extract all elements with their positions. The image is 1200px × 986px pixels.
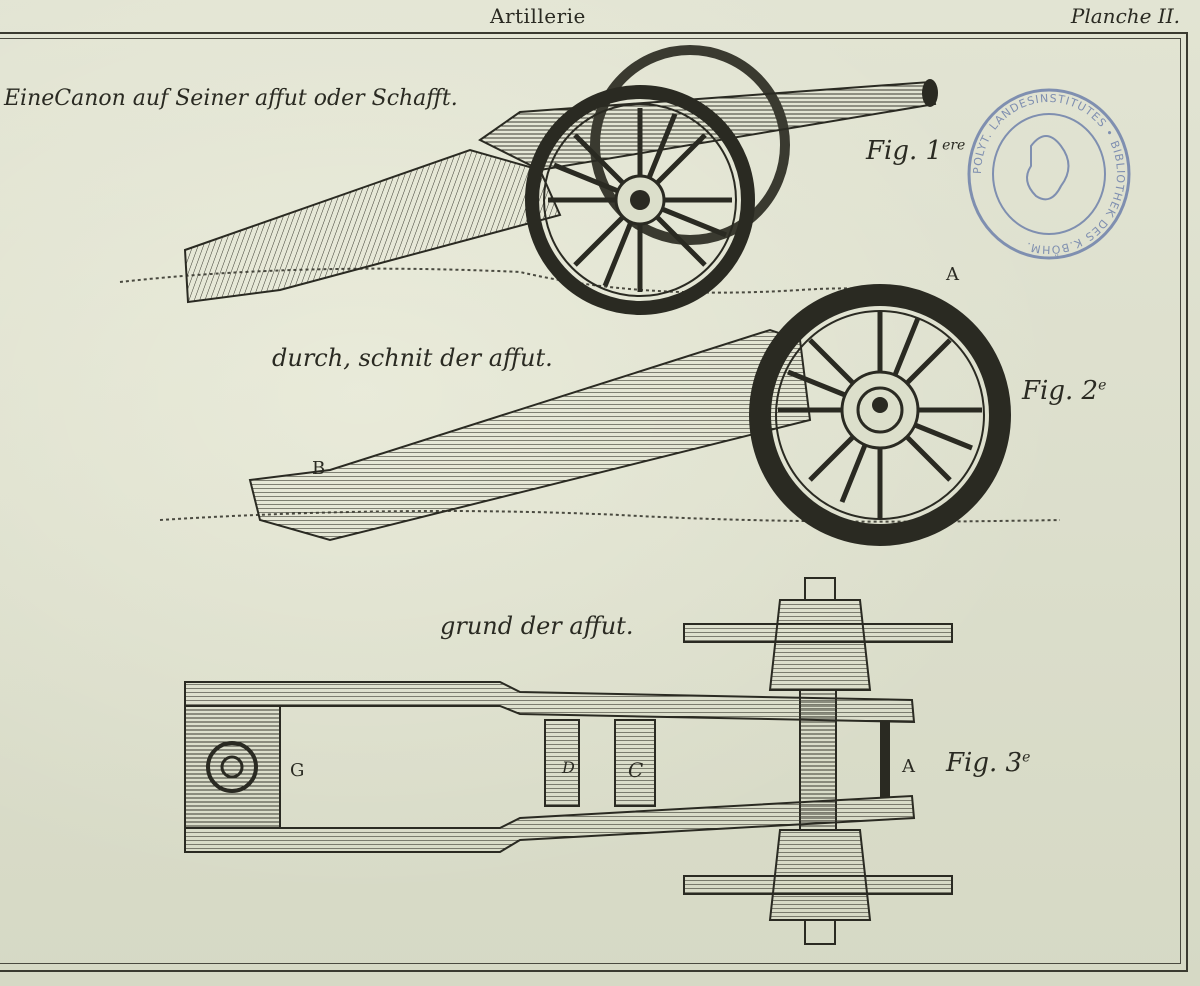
library-stamp: POLYT. LANDESINSTITUTES • BIBLIOTHEK DES… (967, 88, 1131, 260)
fig1-label-sup: ere (942, 137, 966, 154)
plate-border-inner (0, 38, 1181, 964)
fig2-letter-a: A (946, 264, 959, 285)
fig2-label-text: Fig. 2 (1022, 376, 1099, 406)
fig1-label-text: Fig. 1 (866, 136, 943, 166)
fig2-letter-b: B (312, 458, 326, 479)
lion-emblem-icon (1026, 135, 1070, 201)
fig3-label-text: Fig. 3 (946, 748, 1023, 778)
fig3-label-sup: e (1022, 749, 1031, 766)
fig3-letter-g: G (290, 760, 305, 781)
svg-text:POLYT. LANDESINSTITUTES • BIBL: POLYT. LANDESINSTITUTES • BIBLIOTHEK DES… (971, 92, 1127, 256)
fig1-caption: EineCanon auf Seiner affut oder Schafft. (4, 86, 458, 111)
fig3-caption: grund der affut. (440, 612, 634, 640)
fig3-letter-a: A (902, 756, 915, 777)
stamp-text: POLYT. LANDESINSTITUTES • BIBLIOTHEK DES… (971, 92, 1126, 256)
fig3-label: Fig. 3e (946, 748, 1030, 778)
fig3-letter-c: C (628, 758, 644, 782)
fig2-label-sup: e (1098, 377, 1107, 394)
fig1-label: Fig. 1ere (866, 136, 965, 166)
fig1-cannon-drawing (119, 45, 938, 315)
plate-title: Artillerie (490, 4, 586, 28)
plate-border-outer (0, 32, 1188, 972)
fig2-label: Fig. 2e (1022, 376, 1106, 406)
fig2-caption: durch, schnit der affut. (272, 344, 553, 372)
fig2-carriage-section-drawing (159, 284, 1061, 546)
plate-number: Planche II. (1070, 4, 1180, 28)
fig3-carriage-plan-drawing (184, 577, 953, 945)
fig3-letter-d: D (562, 758, 575, 777)
